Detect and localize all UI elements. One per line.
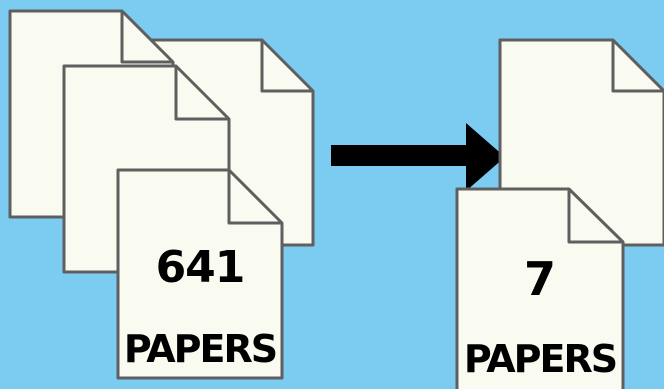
after-paper-unit: PAPERS [463,337,618,381]
before-paper-count: 641 [155,242,246,293]
paper-front-right [455,187,625,389]
arrow-right-icon [331,123,505,191]
paper-back-left-fold [120,11,173,64]
arrow-head [466,123,505,191]
paper-back-right-stack-fold [611,40,664,93]
before-paper-unit: PAPERS [123,327,278,371]
arrow-shaft [331,145,471,166]
after-paper-count: 7 [523,252,556,306]
paper-middle-fold [174,66,229,121]
paper-back-right-fold [260,40,313,93]
paper-front-right-fold [567,189,623,244]
paper-front-left-fold [227,170,282,225]
document-pair-icon [455,38,664,389]
document-stack-icon [8,9,315,380]
